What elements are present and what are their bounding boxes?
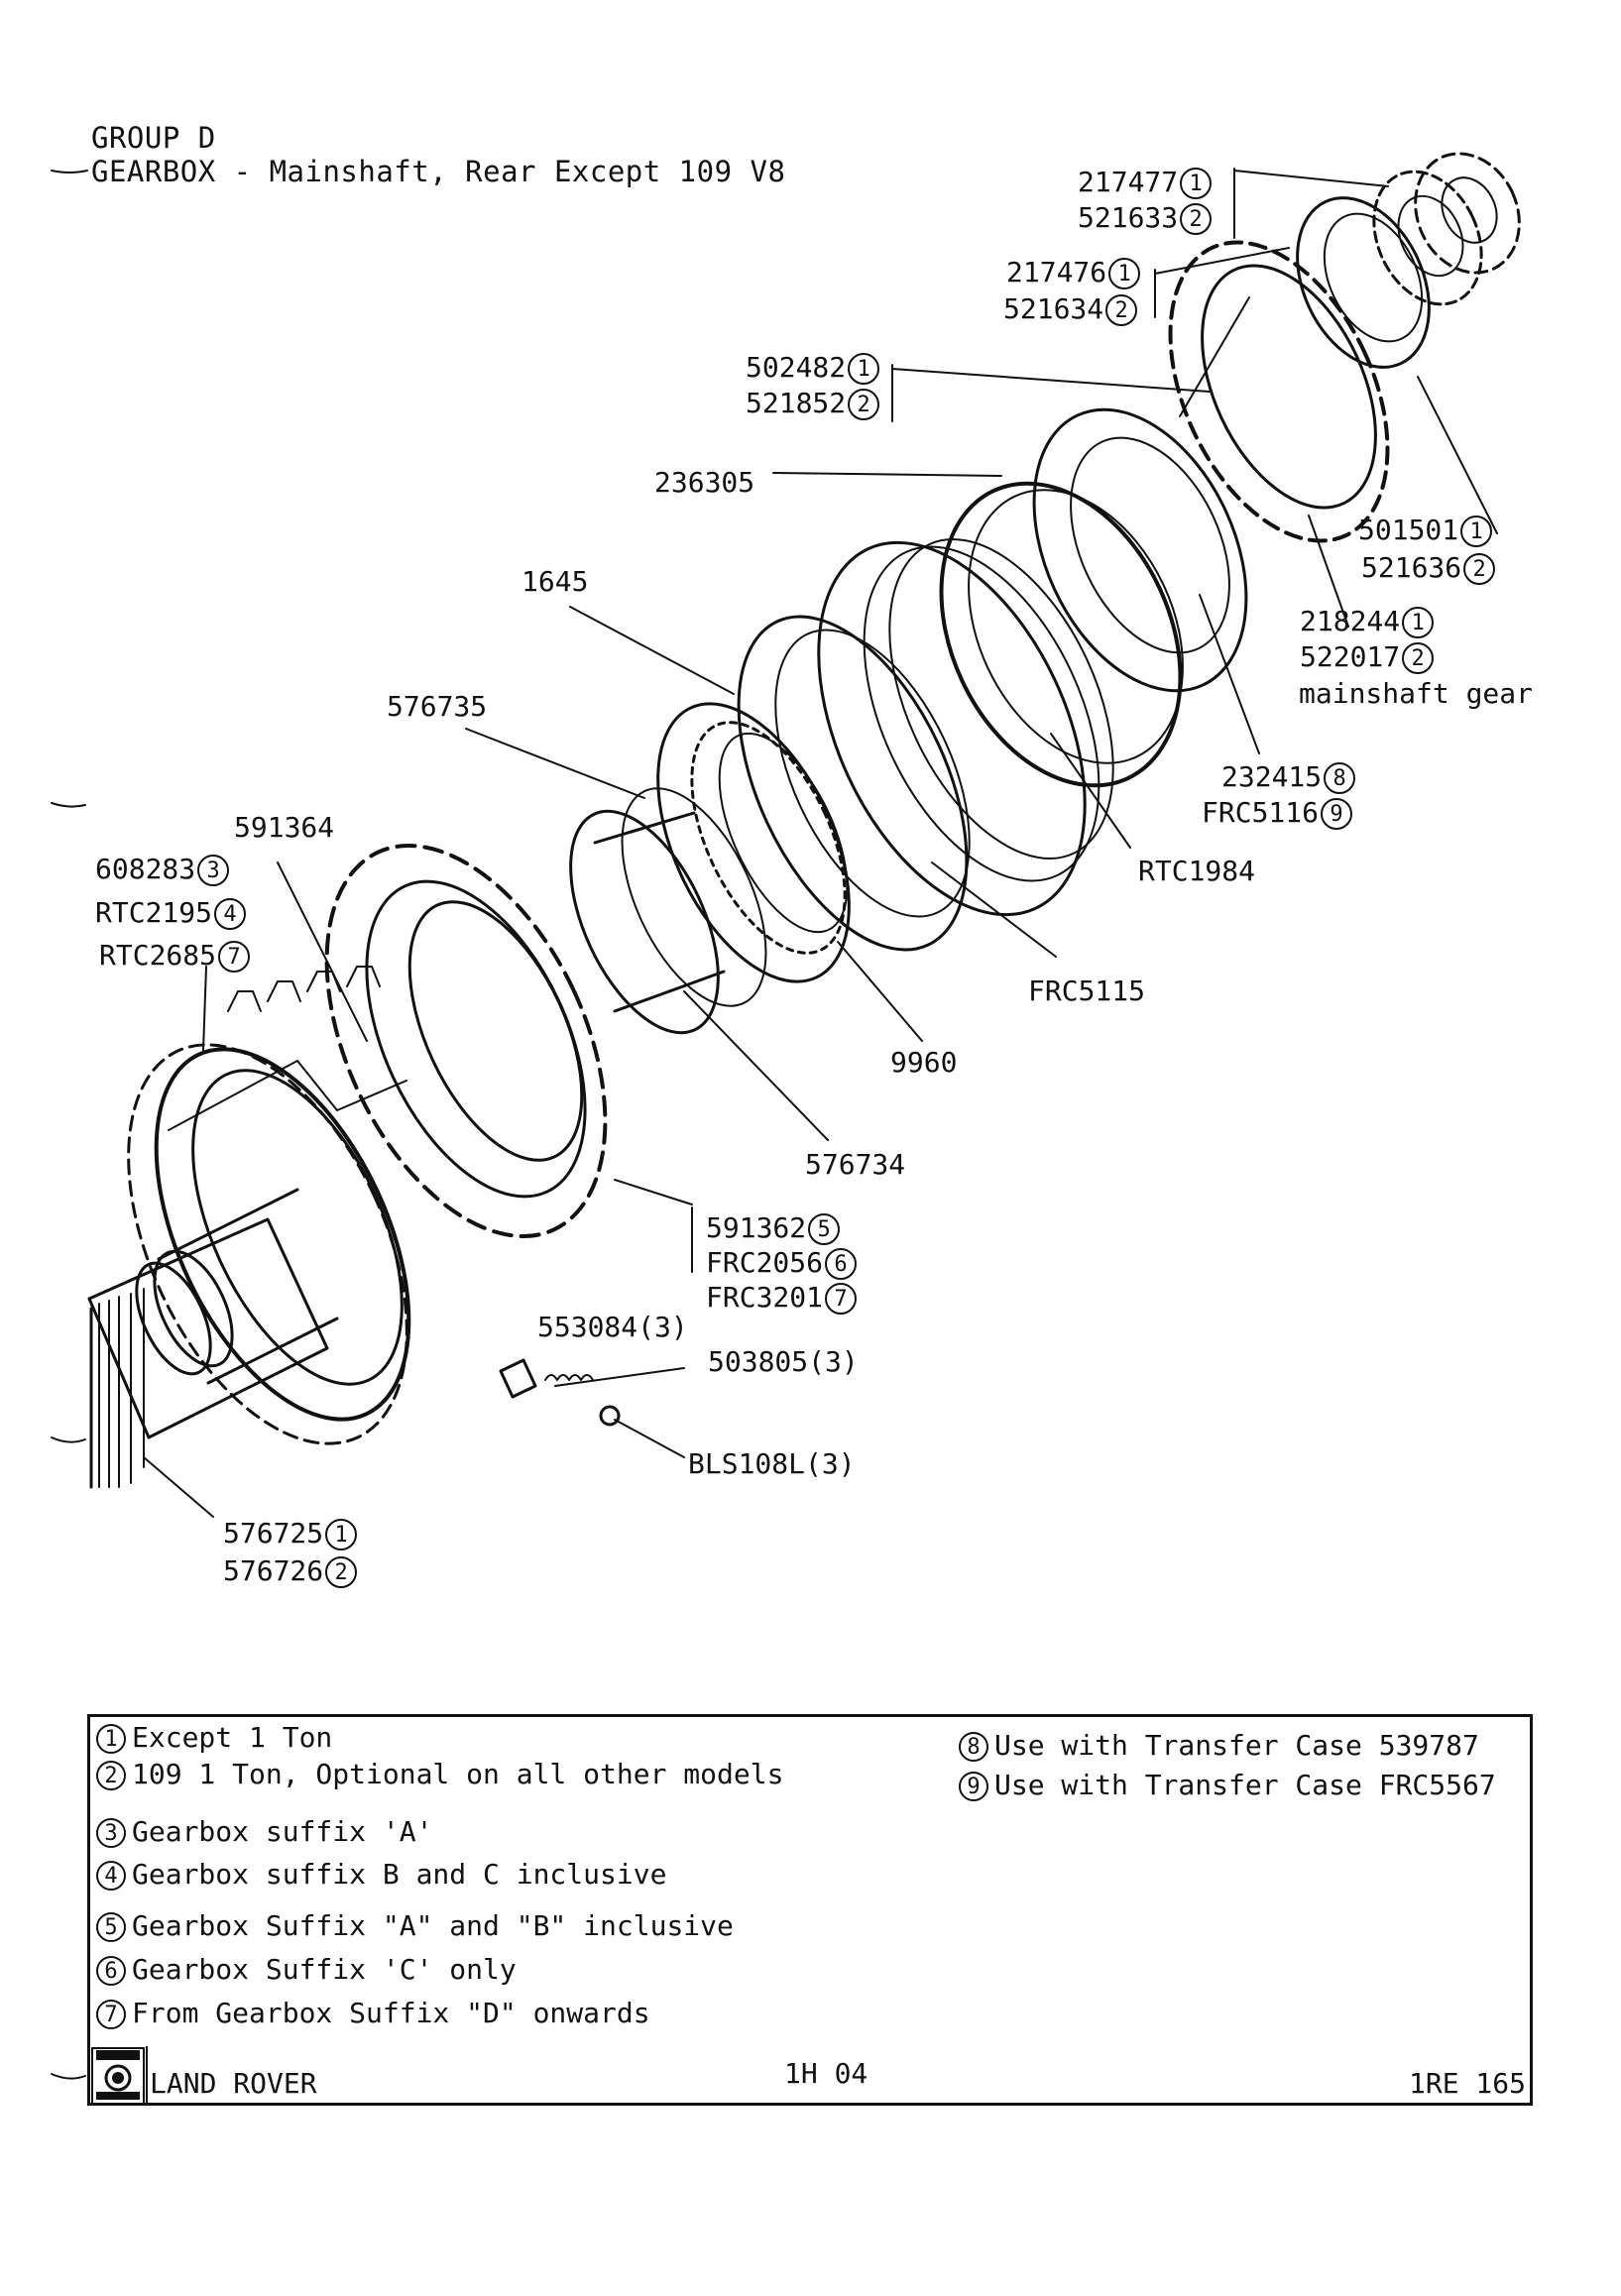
badge-2: 2 [1180,203,1213,235]
badge-1: 1 [325,1519,358,1550]
badge-2: 2 [1463,553,1496,585]
badge-1: 1 [1108,258,1141,289]
footer-ref: 1RE 165 [1409,2067,1527,2100]
mainshaft [87,1188,339,1489]
badge-7: 7 [218,941,251,973]
logo-icon [91,2047,145,2105]
badge-7: 7 [825,1283,858,1315]
detent-assembly [499,1358,621,1427]
badge-9: 9 [1321,798,1353,830]
callout-236305: 236305 [654,466,755,499]
british-leyland-logo [90,2046,148,2106]
mainshaft-gear [1168,240,1390,543]
footer-code: 1H 04 [784,2057,868,2090]
synchro-outer-gear [324,844,608,1238]
badge-1: 1 [848,353,880,385]
footer-brand: LAND ROVER [150,2067,317,2100]
callout-553084: 553084(3) [537,1311,688,1343]
synchro-hub-gear [127,966,411,1445]
callout-BLS108L: BLS108L(3) [688,1447,856,1480]
badge-2: 2 [1402,642,1435,674]
spacer-501501 [1296,196,1431,369]
leader-lines [143,168,1498,1518]
bush-rtc1984 [817,538,1114,917]
callout-576735: 576735 [387,690,488,723]
badge-1: 1 [1180,168,1213,199]
badge-1: 1 [1460,516,1493,547]
badge-2: 2 [848,389,880,420]
bush-sleeve [569,787,767,1035]
badge-5: 5 [808,1213,841,1245]
washer-236305 [1032,407,1248,693]
badge-2: 2 [325,1556,358,1588]
badge-6: 6 [825,1248,858,1280]
badge-4: 4 [214,898,247,930]
callout-591364: 591364 [234,811,335,844]
needle-bearing [656,702,851,983]
callout-FRC5115: FRC5115 [1028,975,1146,1007]
callout-9960: 9960 [890,1046,958,1079]
badge-2: 2 [1105,294,1138,326]
lock-washer [1372,170,1483,306]
badge-1: 1 [1402,607,1435,638]
page-title: GEARBOX - Mainshaft, Rear Except 109 V8 [91,155,786,188]
badge-8: 8 [1324,762,1356,794]
callout-576734: 576734 [805,1148,906,1181]
group-label: GROUP D [91,121,216,155]
callout-1645: 1645 [521,565,589,598]
badge-3: 3 [197,855,230,886]
callout-RTC1984: RTC1984 [1138,855,1256,887]
callout-503805: 503805(3) [708,1345,859,1378]
circlip [939,481,1184,788]
mainshaft-gear-label: mainshaft gear [1299,677,1534,710]
mainshaft-nut [1414,152,1521,275]
thrust-ring [737,615,971,952]
